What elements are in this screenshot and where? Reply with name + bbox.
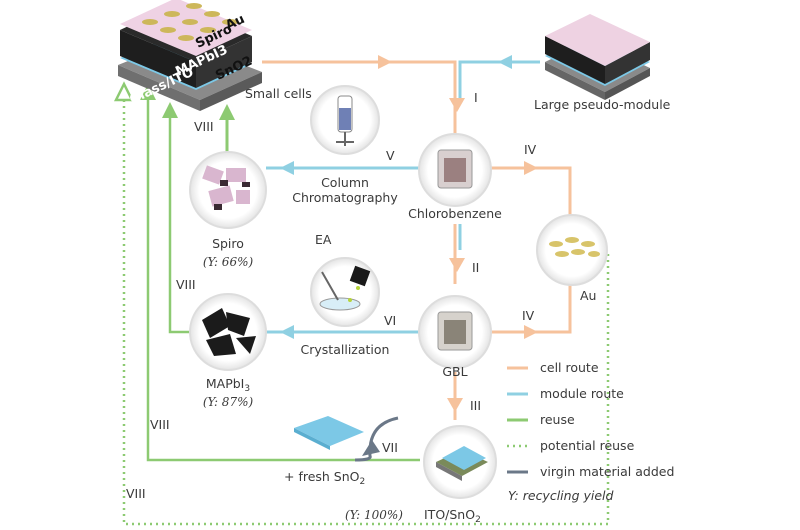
module-route-top (458, 60, 540, 100)
legend: cell route module route reuse potential … (507, 360, 674, 503)
mapbi3-material (189, 293, 267, 371)
step-label: VIII (126, 486, 146, 501)
ito-label: ITO/SnO2 (424, 507, 481, 525)
step-label: VIII (150, 417, 170, 432)
step-label: IV (524, 142, 537, 157)
large-module-label: Large pseudo-module (534, 97, 671, 112)
ito-yield: (Y: 100%) (345, 508, 403, 522)
step-label: VIII (176, 277, 196, 292)
step-label: VIII (194, 119, 214, 134)
au-material (536, 214, 608, 286)
ea-label: EA (315, 232, 332, 247)
crystallization-icon (310, 257, 380, 327)
reuse-line-ito (146, 100, 420, 462)
small-cell-device: Au Spiro MAPbI3 SnO2 Glass/ITO (118, 0, 262, 111)
crystallization-label: Crystallization (301, 342, 390, 357)
hollow-arrow-icon (113, 81, 135, 102)
reuse-line-mapbi (168, 118, 192, 334)
fresh-sno2-label: + fresh SnO2 (284, 469, 365, 487)
step-label: III (470, 398, 481, 413)
au-label: Au (580, 288, 596, 303)
step-label: I (474, 90, 478, 105)
mapbi3-yield: (Y: 87%) (203, 395, 254, 409)
arrow-icon (162, 102, 178, 118)
spiro-material (189, 151, 267, 229)
svg-text:potential reuse: potential reuse (540, 438, 635, 453)
svg-text:Y: recycling yield: Y: recycling yield (508, 488, 614, 503)
step-label: VI (384, 313, 396, 328)
step-label: VII (382, 440, 398, 455)
potential-reuse-line (122, 100, 610, 526)
chlorobenzene-label: Chlorobenzene (408, 206, 502, 221)
spiro-yield: (Y: 66%) (203, 255, 254, 269)
arrow-icon (378, 55, 392, 69)
step-label: V (386, 148, 395, 163)
arrow-icon (498, 55, 512, 69)
spiro-label: Spiro (212, 236, 244, 251)
arrow-icon (524, 161, 538, 175)
step-label: IV (522, 308, 535, 323)
arrow-icon (524, 325, 538, 339)
route-IV-top (490, 166, 572, 218)
gbl-beaker (418, 295, 492, 369)
arrow-icon (219, 104, 235, 120)
arrow-icon (280, 325, 294, 339)
svg-text:module route: module route (540, 386, 624, 401)
svg-text:Au: Au (223, 12, 247, 34)
arrow-icon (449, 258, 465, 272)
arrow-icon (362, 440, 380, 456)
column-label: Column (321, 175, 369, 190)
small-cells-label: Small cells (245, 86, 312, 101)
fresh-sno2-plate (294, 416, 364, 450)
svg-text:reuse: reuse (540, 412, 575, 427)
svg-text:virgin material added: virgin material added (540, 464, 674, 479)
chlorobenzene-beaker (418, 133, 492, 207)
gbl-label: GBL (442, 364, 467, 379)
arrow-icon (447, 398, 463, 412)
column-chromatography-icon (310, 85, 380, 155)
svg-text:cell route: cell route (540, 360, 599, 375)
step-label: II (472, 260, 479, 275)
ito-sno2-substrate (423, 425, 497, 499)
virgin-material-arrow (354, 416, 399, 462)
arrow-icon (280, 161, 294, 175)
arrow-icon (449, 98, 465, 112)
large-module-device (545, 14, 650, 100)
route-IV-bottom (490, 284, 572, 334)
arrow-icon (140, 84, 156, 100)
cell-route-top (262, 60, 457, 136)
chromatography-label: Chromatography (292, 190, 398, 205)
mapbi3-label: MAPbI3 (206, 376, 250, 394)
